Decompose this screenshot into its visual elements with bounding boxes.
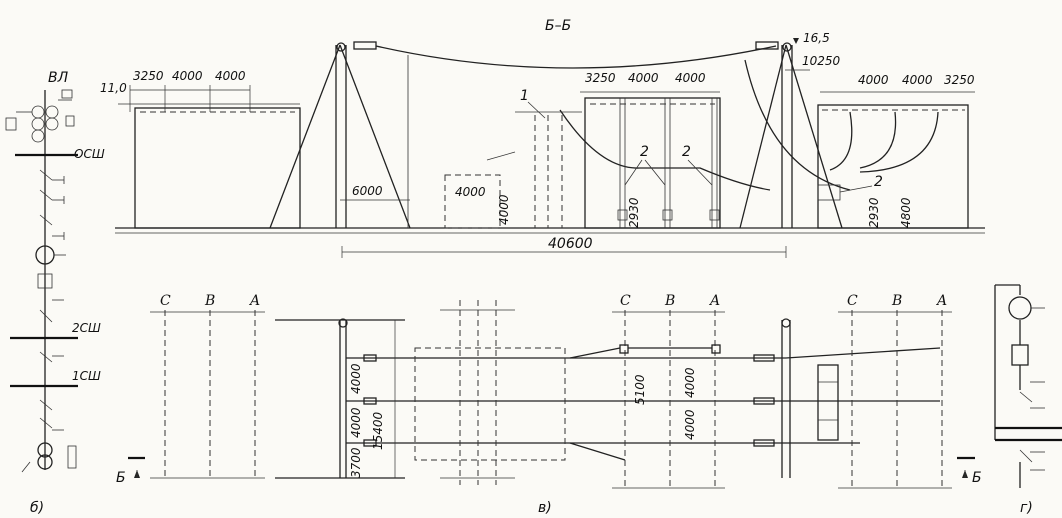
elevation-view: Б–Б 11,0 3250 4000 4000 16,5	[100, 18, 985, 258]
dim-40600: 40600	[548, 236, 593, 252]
dim-plan-4000-a: 4000	[349, 363, 363, 394]
phase-c-left: C	[160, 293, 171, 309]
dim-4000-mid-a: 4000	[628, 71, 659, 85]
phase-b-mid: B	[664, 293, 675, 309]
dim-4000-equip: 4000	[455, 185, 486, 199]
scheme-g: г)	[994, 284, 1062, 516]
phase-c-mid: C	[620, 293, 631, 309]
caption-b: б)	[30, 500, 44, 516]
dim-6000: 6000	[352, 184, 383, 198]
dim-plan-4000-d: 4000	[683, 409, 697, 440]
dim-4000-right-a: 4000	[858, 73, 889, 87]
callout-1: 1	[520, 88, 529, 104]
dim-3250-mid: 3250	[585, 71, 616, 85]
section-title: Б–Б	[545, 18, 571, 34]
label-osh: ОСШ	[74, 147, 105, 161]
dim-plan-5100: 5100	[633, 374, 647, 405]
dim-plan-4000-c: 4000	[683, 367, 697, 398]
elev-top: 16,5	[803, 31, 830, 45]
dim-4000-vertical: 4000	[497, 194, 511, 225]
label-1sh: 1СШ	[72, 369, 101, 383]
phase-a-mid: A	[708, 293, 720, 309]
dim-4000-right-b: 4000	[902, 73, 933, 87]
phase-c-right: C	[847, 293, 858, 309]
elev-left: 11,0	[100, 81, 127, 95]
caption-g: г)	[1020, 500, 1033, 516]
dim-plan-4000-b: 4000	[349, 407, 363, 438]
label-2sh: 2СШ	[72, 321, 101, 335]
dim-plan-3700: 3700	[349, 447, 363, 478]
plan-view: C B A 4000 4000 3700 15400	[116, 293, 982, 516]
phase-b-right: B	[891, 293, 902, 309]
dim-3250-right: 3250	[944, 73, 975, 87]
dim-10250: 10250	[802, 54, 841, 68]
scheme-b: ВЛ ОСШ 2СШ 1СШ б)	[5, 70, 105, 516]
callout-2c: 2	[874, 174, 883, 190]
phase-a-left: A	[248, 293, 260, 309]
dim-2930-a: 2930	[627, 197, 641, 228]
dim-4000-mid-b: 4000	[675, 71, 706, 85]
phase-a-right: A	[935, 293, 947, 309]
callout-2a: 2	[640, 144, 649, 160]
dim-4000-left-b: 4000	[215, 69, 246, 83]
caption-v: в)	[538, 500, 552, 516]
section-mark-right: Б	[972, 470, 982, 486]
dim-4800: 4800	[899, 197, 913, 228]
label-vl: ВЛ	[48, 70, 69, 86]
callout-2b: 2	[682, 144, 691, 160]
phase-b-left: B	[204, 293, 215, 309]
dim-2930-b: 2930	[867, 197, 881, 228]
dim-plan-15400: 15400	[371, 411, 385, 450]
dim-3250-left: 3250	[133, 69, 164, 83]
section-mark-left: Б	[116, 470, 126, 486]
dim-4000-left-a: 4000	[172, 69, 203, 83]
